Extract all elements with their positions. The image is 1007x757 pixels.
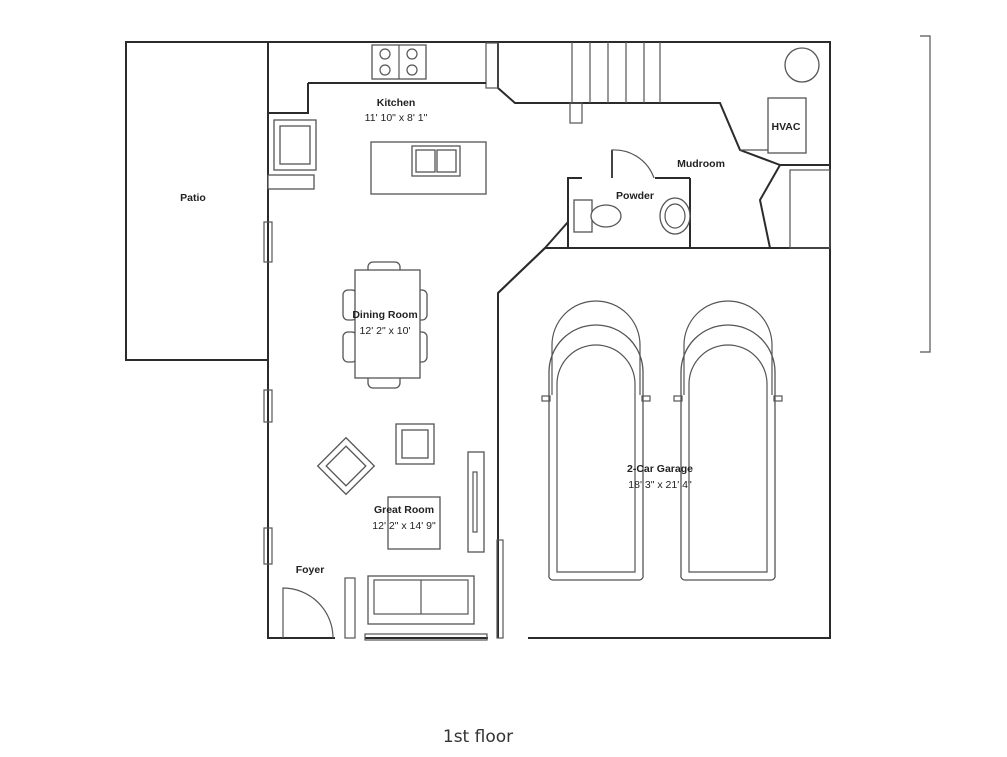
great-room-furniture xyxy=(316,423,485,625)
scale-bracket xyxy=(920,35,931,353)
garage-dims: 18' 3" x 21' 4" xyxy=(628,479,692,491)
room-labels: Kitchen 11' 10" x 8' 1" Patio Dining Roo… xyxy=(180,97,801,576)
hvac-label: HVAC xyxy=(772,121,801,133)
kitchen-fixtures xyxy=(267,44,487,195)
powder-label: Powder xyxy=(616,190,654,202)
doors xyxy=(282,149,770,639)
kitchen-label: Kitchen xyxy=(377,97,416,109)
dining-room-label: Dining Room xyxy=(352,309,417,321)
floor-caption: 1st floor xyxy=(443,727,513,747)
powder-fixtures xyxy=(573,197,691,235)
garage-cars xyxy=(541,300,783,581)
garage-label: 2-Car Garage xyxy=(627,463,693,475)
patio-label: Patio xyxy=(180,192,206,204)
hvac-unit xyxy=(767,47,820,154)
great-room-label: Great Room xyxy=(374,504,434,516)
exterior-walls xyxy=(263,41,831,641)
foyer-label: Foyer xyxy=(296,564,325,576)
interior-walls xyxy=(268,42,831,639)
kitchen-dims: 11' 10" x 8' 1" xyxy=(365,112,428,124)
dining-table xyxy=(342,261,428,389)
great-room-dims: 12' 2" x 14' 9" xyxy=(372,520,436,532)
dining-room-dims: 12' 2" x 10' xyxy=(360,325,411,337)
mudroom-label: Mudroom xyxy=(677,158,725,170)
